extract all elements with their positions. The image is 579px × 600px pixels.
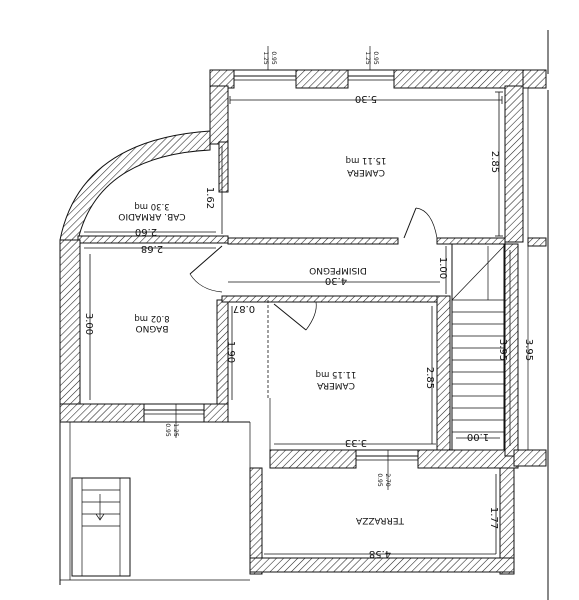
- wall-camera-mid-bottom-right: [417, 449, 519, 469]
- wall-terrazza-bottom: [249, 557, 515, 573]
- dimension-lines: [84, 91, 511, 555]
- dim-cab-armadio-height: 1.62: [204, 187, 215, 209]
- wall-bagno-bottom: [59, 403, 145, 423]
- dim-jog: 0.87: [233, 303, 255, 314]
- room-cab-armadio-name: CAB. ARMADIO: [118, 211, 185, 221]
- dim-camera-mid-height: 2.85: [424, 367, 435, 389]
- wall-camera-left-low: [218, 141, 229, 193]
- dim-stair-width: 1.00: [467, 431, 489, 442]
- wall-stair-right: [504, 243, 519, 457]
- room-terrazza-name: TERRAZZA: [355, 515, 405, 525]
- dim-disimpegno-height: 1.00: [437, 257, 448, 279]
- window-1-bottom: 1.25: [262, 51, 269, 65]
- wall-camera-mid-top: [221, 295, 443, 303]
- dim-terrazza-width: 4.58: [369, 548, 391, 559]
- wall-right-strip: [522, 69, 547, 89]
- door-camera-mid: [273, 303, 307, 331]
- window-2-bottom: 1.25: [364, 51, 371, 65]
- dim-disimpegno-width: 4.30: [325, 275, 347, 286]
- wall-right-strip-low: [527, 237, 547, 247]
- dim-stair-height: 3.95: [497, 339, 508, 361]
- window-labels: 0.95 1.25 0.95 1.25 0.95 1.25 0.95 2.70: [164, 51, 391, 487]
- room-camera-top-name: CAMERA: [346, 167, 385, 177]
- walls: [59, 69, 547, 575]
- window-4-top: 0.95: [376, 473, 383, 487]
- dim-camera-top-width: 5.30: [355, 93, 377, 104]
- wall-terrazza-left: [249, 467, 263, 575]
- room-labels: CAMERA 15.11 mq CAB. ARMADIO 3.30 mq DIS…: [118, 155, 405, 525]
- outlines: [59, 30, 549, 600]
- wall-camera-mid-bottom: [269, 449, 357, 469]
- window-1-top: 0.95: [270, 51, 277, 65]
- dim-bagno-width: 2.68: [141, 243, 163, 254]
- wall-camera-mid-right: [436, 295, 451, 457]
- room-bagno-area: 8.02 mq: [134, 313, 169, 323]
- dim-camera-mid-width: 3.33: [345, 437, 367, 448]
- wall-top: [209, 69, 235, 89]
- dim-camera-top-height: 2.85: [489, 151, 500, 173]
- door-camera-top: [403, 207, 417, 239]
- room-cab-armadio-area: 3.30 mq: [134, 201, 169, 211]
- wall-top-mid: [295, 69, 349, 89]
- window-3-bottom: 1.25: [172, 423, 179, 437]
- window-2: [347, 69, 395, 77]
- window-4: [355, 449, 419, 457]
- wall-right-strip-bottom: [513, 449, 547, 467]
- windows: [143, 46, 419, 490]
- window-1: [233, 69, 297, 77]
- wall-disimpegno-top-right: [227, 237, 399, 245]
- room-camera-mid-name: CAMERA: [316, 380, 355, 390]
- wall-camera-left: [209, 85, 229, 145]
- wall-bagno-left: [59, 239, 81, 423]
- dimension-labels: 5.30 2.85 1.62 2.60 2.68 3.00 1.90 4.30 …: [83, 93, 534, 559]
- door-bagno: [189, 245, 223, 275]
- dim-cab-armadio-width: 2.60: [135, 226, 157, 237]
- wall-disimpegno-top-far: [436, 237, 506, 245]
- dim-stair-height-right: 3.95: [523, 339, 534, 361]
- room-camera-mid-area: 11.15 mq: [316, 369, 357, 379]
- window-2-top: 0.95: [372, 51, 379, 65]
- window-4-bottom: 2.70: [384, 473, 391, 487]
- window-3: [143, 403, 205, 411]
- dim-bagno-height: 3.00: [83, 313, 94, 335]
- room-disimpegno-name: DISIMPEGNO: [309, 265, 367, 275]
- room-bagno-name: BAGNO: [136, 323, 169, 333]
- dim-terrazza-height: 1.77: [488, 507, 499, 529]
- wall-camera-right: [504, 85, 524, 243]
- dim-bagno-wall: 1.90: [225, 341, 236, 363]
- room-camera-top-area: 15.11 mq: [346, 155, 387, 165]
- window-3-top: 0.95: [164, 423, 171, 437]
- doors: [189, 207, 438, 331]
- staircase: [451, 243, 505, 451]
- wall-bagno-bottom-right: [203, 403, 229, 423]
